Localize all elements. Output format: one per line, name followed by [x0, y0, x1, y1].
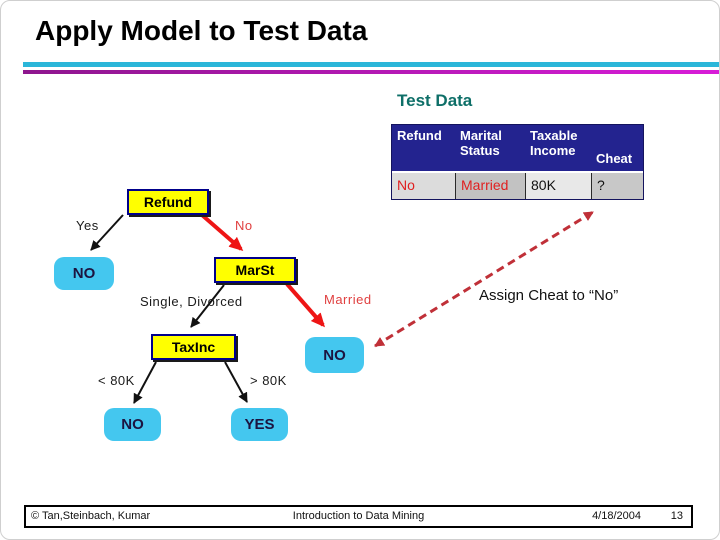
footer-book-title: Introduction to Data Mining	[292, 510, 425, 522]
decision-node-taxinc: TaxInc	[151, 334, 236, 360]
footer-date: 4/18/2004	[592, 510, 641, 522]
edge-label-yes: Yes	[76, 218, 99, 233]
cell-refund-value: No	[392, 173, 455, 199]
divider-magenta	[23, 70, 719, 74]
slide-title: Apply Model to Test Data	[35, 15, 368, 46]
cell-taxable-income-value: 80K	[525, 173, 591, 199]
divider-cyan	[23, 62, 719, 67]
cell-marital-status-value: Married	[455, 173, 525, 199]
header-cell-refund: Refund	[397, 128, 442, 143]
footer-bar: © Tan,Steinbach, Kumar Introduction to D…	[24, 505, 693, 528]
annotation-assign-cheat: Assign Cheat to “No”	[479, 287, 619, 304]
leaf-node-yes-gt80k: YES	[231, 408, 288, 441]
edge-label-lt80k: < 80K	[98, 373, 135, 388]
table-header-row: Refund Marital Status Taxable Income Che…	[392, 125, 643, 171]
leaf-node-no-lt80k: NO	[104, 408, 161, 441]
leaf-node-no-refund-yes: NO	[54, 257, 114, 290]
header-cell-marital-status: Marital Status	[460, 128, 502, 158]
header-cell-cheat: Cheat	[596, 151, 633, 167]
decision-node-refund: Refund	[127, 189, 209, 215]
test-data-table: Refund Marital Status Taxable Income Che…	[391, 124, 644, 200]
header-cell-taxable-income: Taxable Income	[530, 128, 578, 158]
edge-label-no: No	[235, 218, 253, 233]
edge-label-gt80k: > 80K	[250, 373, 287, 388]
cell-cheat-value: ?	[591, 173, 643, 199]
footer-copyright: © Tan,Steinbach, Kumar	[31, 510, 151, 522]
edge-label-single-divorced: Single, Divorced	[140, 294, 243, 309]
table-row: No Married 80K ?	[392, 171, 643, 199]
edge-label-married: Married	[324, 292, 372, 307]
footer-page-number: 13	[670, 510, 683, 522]
decision-node-marst: MarSt	[214, 257, 296, 283]
test-data-heading: Test Data	[397, 91, 473, 110]
leaf-node-no-married: NO	[305, 337, 364, 373]
